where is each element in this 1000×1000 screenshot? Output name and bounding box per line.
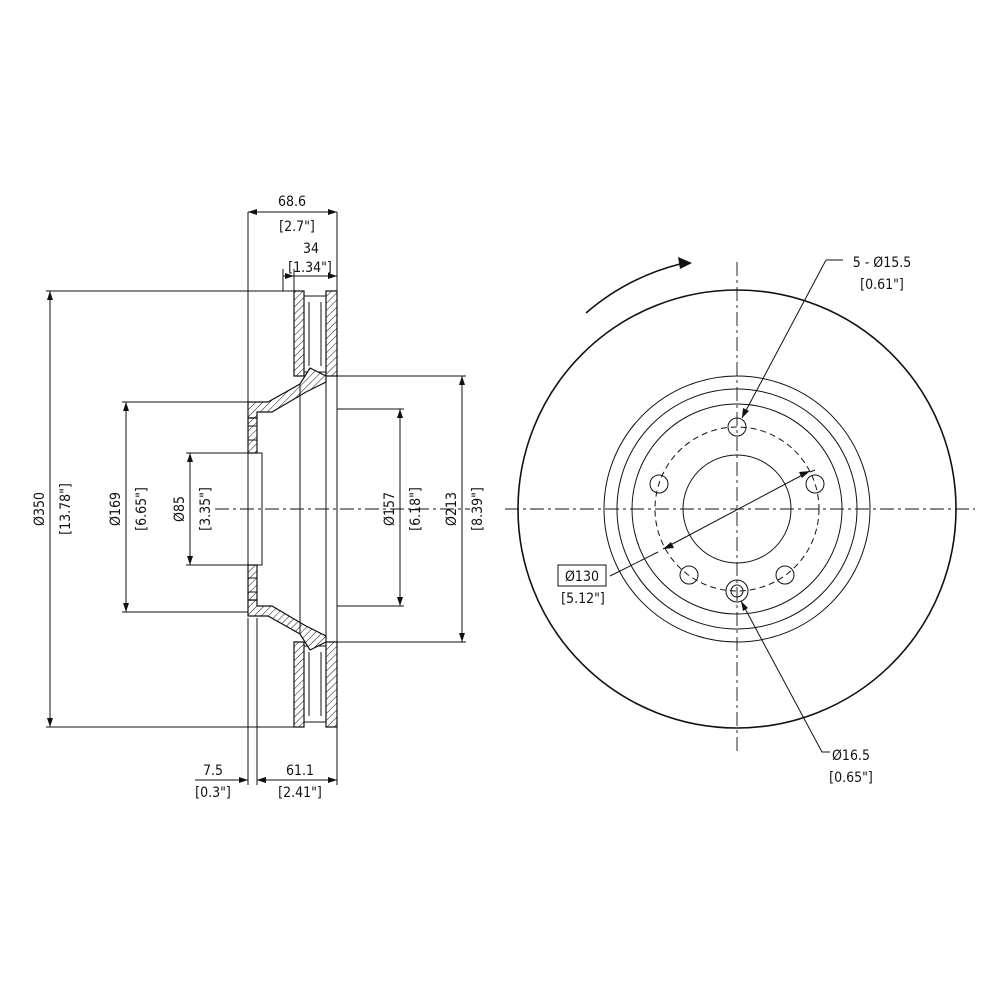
lower-hat-transition: [247, 599, 327, 651]
bolt-hole-4: [679, 565, 699, 585]
lower-vent: [304, 645, 326, 723]
bolt-hole-2: [805, 474, 825, 494]
hat-diameter-in: [6.65"]: [134, 487, 150, 531]
hat-thickness-in: [0.3"]: [195, 785, 231, 801]
bolt-hole-upper: [248, 425, 257, 441]
upper-outer-plate: [293, 290, 305, 377]
vent-diameter-in: [8.39"]: [470, 487, 486, 531]
bolt-circle-arrow-1: [663, 542, 674, 549]
locating-hole-leader: [740, 600, 830, 753]
side-extension-lines: [46, 212, 466, 785]
bolt-hole-1: [727, 417, 747, 437]
center-bore-in: [3.35"]: [198, 487, 214, 531]
bolt-circle-mm: Ø130: [565, 569, 599, 585]
hat-diameter-mm: Ø169: [108, 492, 124, 526]
bolt-circle-in: [5.12"]: [561, 591, 605, 607]
bolt-holes-mm: 5 - Ø15.5: [853, 255, 912, 271]
overall-width-mm: 68.6: [278, 194, 306, 210]
upper-inner-plate: [325, 290, 338, 377]
front-view: 5 - Ø15.5 [0.61"] Ø130 [5.12"] Ø16.5 [0.…: [505, 255, 975, 786]
bolt-holes-in: [0.61"]: [860, 277, 904, 293]
overall-width-in: [2.7"]: [279, 219, 315, 235]
center-bore-mm: Ø85: [172, 496, 188, 522]
rotation-direction-arrowhead: [678, 257, 692, 269]
hat-height-mm: 61.1: [286, 763, 314, 779]
bolt-circle-dimension-line: [609, 469, 816, 577]
locating-hole-in: [0.65"]: [829, 770, 873, 786]
hat-thickness-mm: 7.5: [203, 763, 223, 779]
bolt-hole-5: [649, 474, 669, 494]
side-section-view: 68.6 [2.7"] 34 [1.34"] Ø350 [13.78"] Ø16…: [32, 194, 486, 801]
hat-mounting-face-upper: [247, 417, 258, 454]
rotor-outer-edge: [517, 289, 957, 729]
hat-mounting-face-lower: [247, 564, 258, 601]
locating-hole-inner: [730, 584, 744, 598]
hat-face-edge: [631, 403, 843, 615]
outer-diameter-mm: Ø350: [32, 492, 48, 526]
outer-diameter-in: [13.78"]: [58, 483, 74, 535]
locating-hole-leader-arrow: [741, 601, 748, 611]
bolt-circle-basic-box: [557, 564, 607, 587]
rotor-width-in: [1.34"]: [288, 260, 332, 276]
rotation-direction-arc: [585, 263, 681, 314]
vent-diameter-mm: Ø213: [444, 492, 460, 526]
bolt-hole-3: [775, 565, 795, 585]
bolt-circle: [654, 426, 820, 592]
locating-hole: [725, 579, 749, 603]
bolt-hole-leader-arrow: [742, 408, 749, 418]
side-dimension-lines: [49, 211, 463, 781]
braking-surface-inner-edge: [603, 375, 871, 643]
upper-vent: [304, 295, 326, 373]
center-bore: [682, 454, 792, 564]
bolt-hole-leader: [741, 259, 843, 419]
hat-bore-wall: [247, 452, 263, 566]
side-dimension-arrows: [47, 209, 465, 783]
locating-hole-mm: Ø16.5: [832, 748, 870, 764]
lower-inner-plate: [325, 641, 338, 728]
inner-diameter-in: [6.18"]: [408, 487, 424, 531]
inner-diameter-mm: Ø157: [382, 492, 398, 526]
bolt-circle-arrow-2: [799, 471, 810, 478]
hat-height-in: [2.41"]: [278, 785, 322, 801]
hat-outer-edge: [616, 388, 858, 630]
rotor-width-mm: 34: [303, 241, 319, 257]
lower-outer-plate: [293, 641, 305, 728]
bolt-circle-diameter-line: [662, 470, 811, 550]
upper-hat-transition: [247, 367, 327, 419]
bolt-hole-lower: [248, 577, 257, 593]
